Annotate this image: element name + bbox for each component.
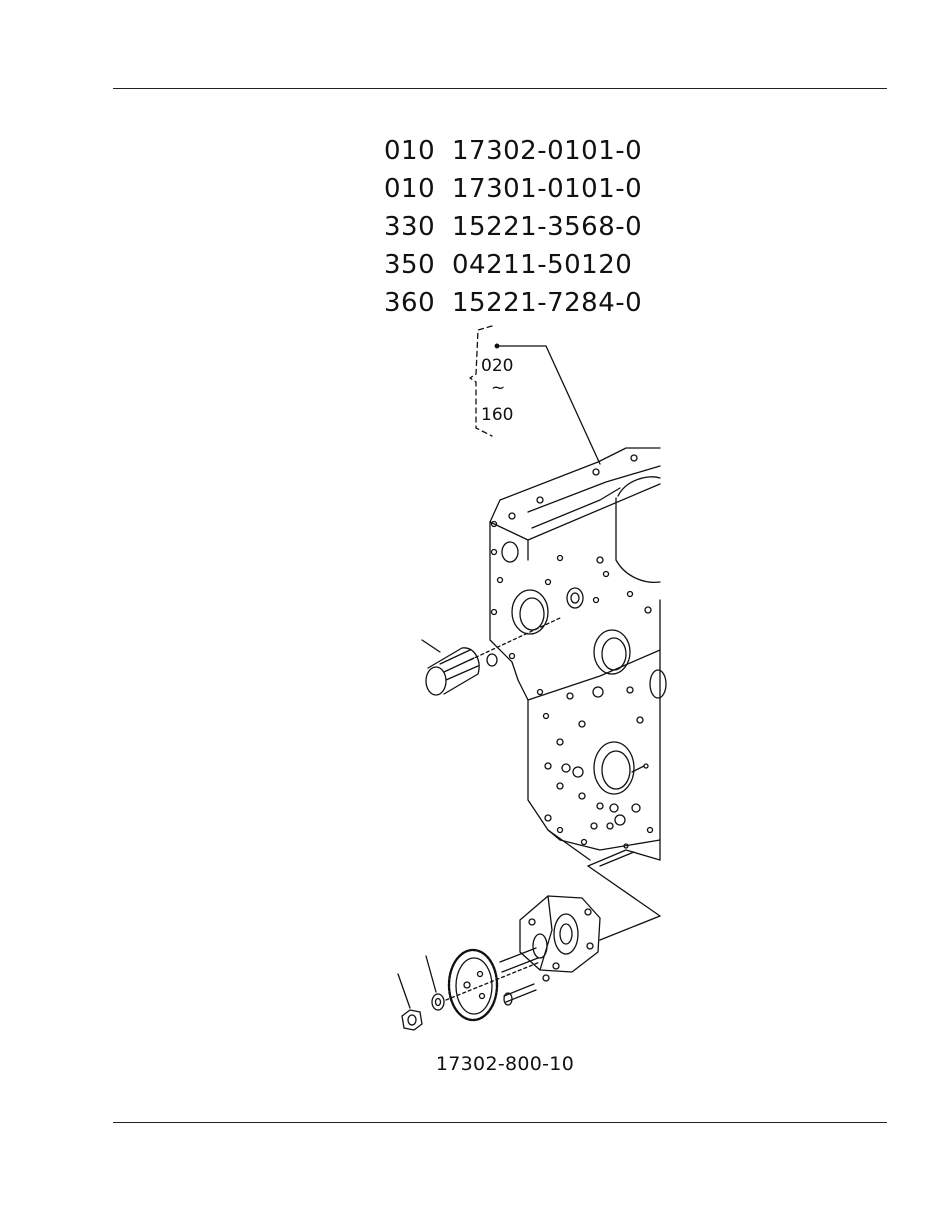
part-number: 17302-0101-0 — [452, 136, 643, 166]
header-rule — [113, 88, 887, 89]
part-ref: 350 — [384, 250, 436, 280]
gear-case-housing — [489, 447, 667, 861]
part-row: 360 15221-7284-0 — [384, 284, 664, 322]
figure-caption: 17302-800-10 — [435, 1053, 575, 1075]
exploded-parts-drawing: 020 ~ 160 — [397, 325, 667, 1031]
oil-pump-gear-assembly — [397, 843, 661, 1031]
part-number: 15221-3568-0 — [452, 212, 643, 242]
part-row: 010 17302-0101-0 — [384, 132, 664, 170]
part-number: 17301-0101-0 — [452, 174, 643, 204]
range-from-label: 020 — [481, 356, 513, 376]
part-row: 330 15221-3568-0 — [384, 208, 664, 246]
part-row: 010 17301-0101-0 — [384, 170, 664, 208]
part-row: 350 04211-50120 — [384, 246, 664, 284]
range-bracket: 020 ~ 160 — [469, 325, 601, 465]
part-ref: 330 — [384, 212, 436, 242]
footer-rule — [113, 1122, 887, 1123]
parts-list: 010 17302-0101-0 010 17301-0101-0 330 15221… — [384, 132, 664, 322]
range-to-label: 160 — [481, 405, 513, 425]
range-tilde-label: ~ — [491, 378, 505, 398]
part-ref: 010 — [384, 174, 436, 204]
part-number: 04211-50120 — [452, 250, 633, 280]
part-ref: 010 — [384, 136, 436, 166]
part-number: 15221-7284-0 — [452, 288, 643, 318]
sleeve-part — [421, 617, 561, 696]
part-ref: 360 — [384, 288, 436, 318]
